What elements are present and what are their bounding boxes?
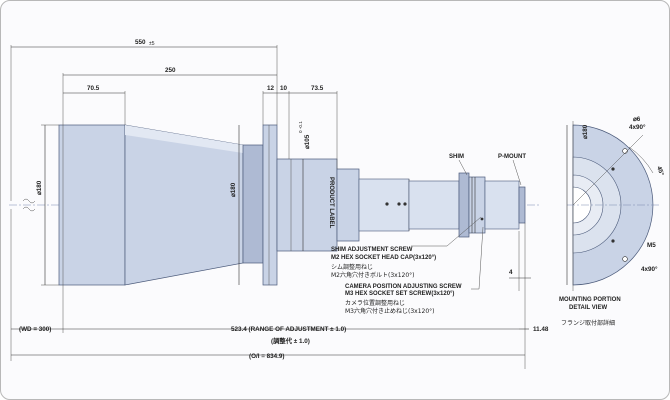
dim-70-5: 70.5 bbox=[87, 85, 100, 92]
adjust-ring bbox=[468, 176, 486, 234]
break-mark-bottom bbox=[22, 206, 36, 212]
cam-screw-jp-spec: M3六角穴付き止めねじ(3x120°) bbox=[345, 307, 435, 315]
camera-mount-tube bbox=[484, 180, 520, 230]
dim-550-tolerance: ±5 bbox=[149, 41, 155, 47]
rear-body bbox=[276, 158, 338, 252]
detail-hole-dia: ⌀6 bbox=[633, 116, 641, 123]
dim-10: 10 bbox=[280, 85, 288, 92]
tap-hole bbox=[611, 167, 615, 171]
screw-mark bbox=[403, 202, 407, 206]
break-mark-top bbox=[22, 198, 36, 204]
bolt-hole bbox=[622, 256, 628, 262]
cam-screw-spec: M3 HEX SOCKET SET SCREW(3x120°) bbox=[345, 291, 454, 297]
dia-180-flange: ⌀180 bbox=[230, 182, 237, 197]
shim-screw-jp-spec: M2六角穴付きボルト(3x120°) bbox=[331, 271, 415, 279]
p-mount bbox=[518, 186, 526, 224]
tap-hole bbox=[611, 239, 615, 243]
shim-section bbox=[458, 172, 470, 238]
dim-73-5: 73.5 bbox=[311, 85, 324, 92]
dim-wd: (WD = 300) bbox=[19, 326, 51, 333]
rear-tube bbox=[358, 178, 410, 232]
flange-collar bbox=[242, 144, 264, 264]
product-label: PRODUCT LABEL bbox=[328, 177, 334, 229]
dim-550: 550 bbox=[135, 39, 146, 46]
detail-hole-count: 4x90° bbox=[629, 123, 646, 131]
screw-mark bbox=[385, 202, 389, 206]
shim-screw-jp: シム調整用ねじ bbox=[331, 263, 373, 271]
cam-screw-title: CAMERA POSITION ADJUSTING SCREW bbox=[345, 284, 462, 290]
dim-oi: (O/I = 834.9) bbox=[249, 353, 285, 360]
dim-adjust: 523.4 (RANGE OF ADJUSTMENT ± 1.0) bbox=[231, 326, 346, 333]
screw-mark bbox=[397, 202, 401, 206]
dia-105-tolerance: 0 -0.1 bbox=[298, 121, 303, 133]
rear-tube-2 bbox=[408, 180, 460, 230]
dim-adjust-jp: (調整代 ± 1.0) bbox=[271, 336, 310, 345]
dia-105: ⌀105 bbox=[304, 134, 311, 149]
dia-180-front: ⌀180 bbox=[36, 180, 43, 195]
shim-screw-spec: M2 HEX SOCKET HEAD CAP(3x120°) bbox=[331, 255, 436, 261]
lens-body bbox=[58, 124, 526, 286]
screw-mark bbox=[480, 217, 484, 221]
detail-title-jp: フランジ取付部詳細 bbox=[561, 319, 615, 327]
lens-neck bbox=[336, 168, 360, 242]
dim-4: 4 bbox=[509, 269, 513, 276]
detail-title-2: DETAIL VIEW bbox=[569, 305, 607, 311]
shim-label: SHIM bbox=[449, 154, 464, 160]
dim-12: 12 bbox=[267, 85, 275, 92]
front-barrel bbox=[58, 124, 126, 286]
bolt-hole bbox=[622, 148, 628, 154]
dim-11-48: 11.48 bbox=[533, 326, 549, 333]
shim-screw-title: SHIM ADJUSTMENT SCREW bbox=[331, 247, 413, 253]
detail-view bbox=[567, 121, 661, 291]
detail-title-1: MOUNTING PORTION bbox=[559, 297, 621, 303]
mounting-flange bbox=[262, 124, 278, 286]
pmount-label: P-MOUNT bbox=[498, 154, 526, 160]
detail-m5: M5 bbox=[647, 242, 656, 249]
detail-m5-count: 4x90° bbox=[641, 265, 658, 273]
detail-angle: 45° bbox=[655, 165, 666, 177]
detail-dia-180: ⌀180 bbox=[582, 124, 589, 139]
dim-250: 250 bbox=[165, 67, 176, 74]
cam-screw-jp: カメラ位置調整用ねじ bbox=[345, 299, 405, 307]
